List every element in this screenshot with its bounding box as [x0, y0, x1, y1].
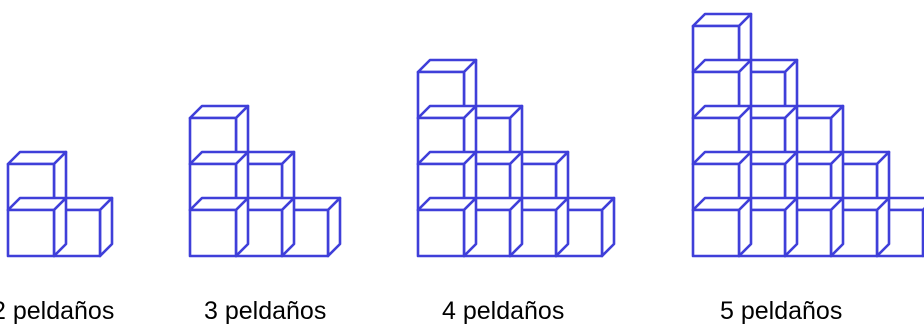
cube-front-face — [188, 208, 238, 258]
cube-front-face — [6, 208, 56, 258]
cube-side-face — [829, 196, 845, 258]
cube — [416, 196, 478, 258]
staircase-label-2-steps: 2 peldaños — [0, 297, 115, 325]
cube-side-face — [462, 196, 478, 258]
cube-side-face — [508, 196, 524, 258]
cube — [691, 196, 753, 258]
cube — [6, 196, 68, 258]
cube-side-face — [554, 196, 570, 258]
staircase-2-steps — [6, 150, 114, 258]
staircase-label-4-steps: 4 peldaños — [442, 297, 565, 325]
cube — [783, 196, 845, 258]
cube-side-face — [783, 196, 799, 258]
cube-side-face — [737, 196, 753, 258]
cube-side-face — [326, 196, 342, 258]
cube-side-face — [52, 196, 68, 258]
cube-side-face — [875, 196, 891, 258]
staircase-4-steps — [416, 58, 616, 258]
cube-side-face — [98, 196, 114, 258]
cube-front-face — [691, 208, 741, 258]
cube-front-face — [416, 208, 466, 258]
staircase-5-steps — [691, 12, 924, 258]
cube-side-face — [600, 196, 616, 258]
cube — [188, 196, 250, 258]
cube-side-face — [280, 196, 296, 258]
staircase-3-steps — [188, 104, 342, 258]
staircase-label-5-steps: 5 peldaños — [720, 297, 843, 325]
cube-side-face — [234, 196, 250, 258]
staircase-label-3-steps: 3 peldaños — [204, 297, 327, 325]
